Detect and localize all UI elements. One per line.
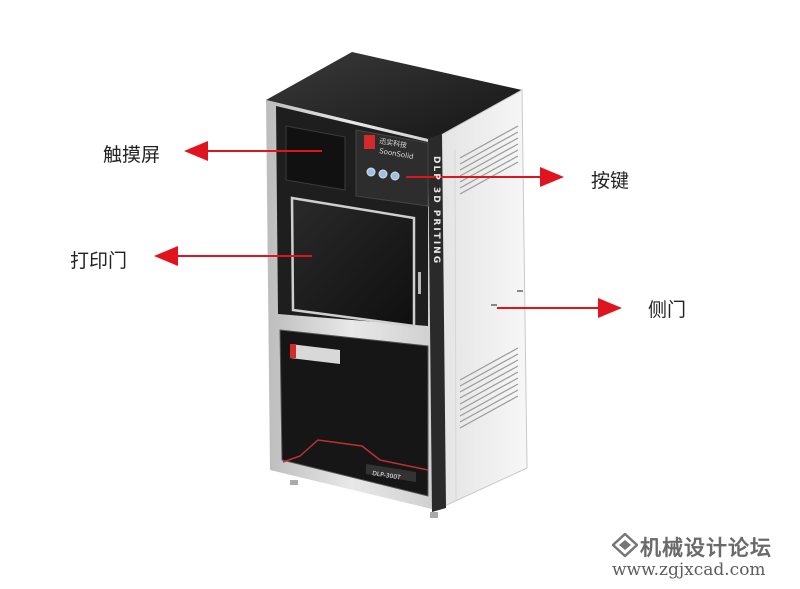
top-lid bbox=[266, 52, 522, 140]
side-print-text: DLP 3D PRITING bbox=[431, 156, 441, 265]
key-button-1[interactable] bbox=[366, 167, 376, 177]
brand-logo bbox=[364, 135, 375, 149]
label-print-door: 打印门 bbox=[70, 250, 128, 272]
lower-cabinet bbox=[279, 329, 429, 497]
key-button-3[interactable] bbox=[390, 171, 400, 181]
label-side-door: 侧门 bbox=[648, 299, 687, 321]
watermark-url: www.zgjxcad.com bbox=[612, 560, 766, 580]
model-text: DLP-300T bbox=[372, 470, 402, 481]
print-door-window bbox=[290, 196, 416, 328]
door-handle[interactable] bbox=[418, 272, 421, 294]
watermark-logo-icon bbox=[612, 533, 638, 557]
model-plate bbox=[366, 464, 416, 482]
lower-label-strip bbox=[290, 344, 340, 364]
label-touchscreen: 触摸屏 bbox=[103, 144, 161, 166]
touchscreen bbox=[285, 125, 346, 191]
front-pillar bbox=[428, 134, 446, 512]
side-vent-bottom bbox=[459, 347, 519, 429]
watermark-title: 机械设计论坛 bbox=[640, 535, 772, 560]
key-button-2[interactable] bbox=[378, 169, 388, 179]
label-keys: 按键 bbox=[591, 170, 630, 192]
red-trim bbox=[282, 439, 429, 471]
